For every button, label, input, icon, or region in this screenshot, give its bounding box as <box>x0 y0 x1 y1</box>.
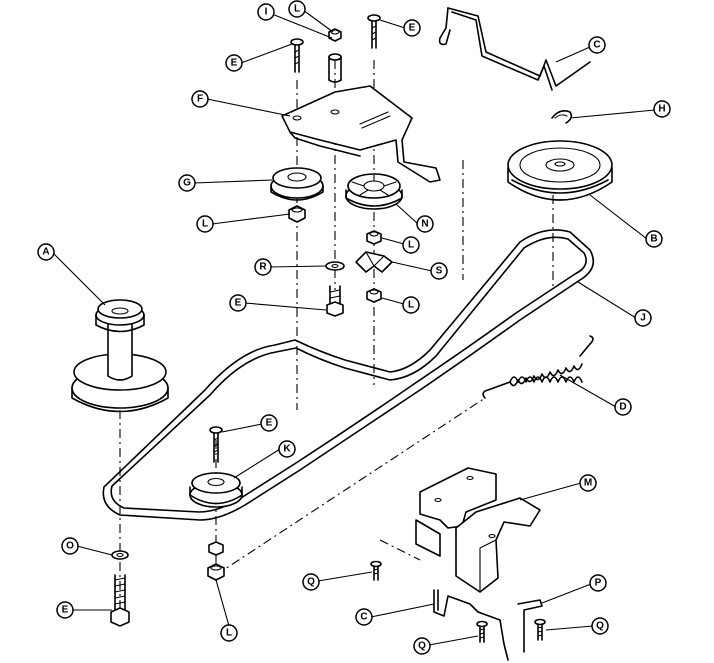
callout-f-letter: F <box>197 94 203 105</box>
leader-lines <box>52 9 656 646</box>
screw-q-bottom <box>476 620 488 643</box>
spacer-i <box>328 53 342 83</box>
callout-l-lower-mid: L <box>402 296 420 314</box>
callout-m: M <box>579 474 597 492</box>
callout-s-letter: S <box>436 266 443 277</box>
callout-e-top-right-letter: E <box>409 23 416 34</box>
callout-l-bottom: L <box>220 624 238 642</box>
callout-l-mid: L <box>402 236 420 254</box>
callout-e-mid-letter: E <box>235 298 242 309</box>
pulley-b <box>507 140 613 201</box>
bracket-f <box>281 85 441 183</box>
callout-a: A <box>37 243 55 261</box>
callout-p: P <box>589 574 607 592</box>
pulley-a <box>71 299 169 413</box>
callout-q-bottom: Q <box>413 637 431 655</box>
callout-l-mid-letter: L <box>408 240 414 251</box>
callout-n: N <box>416 215 434 233</box>
callout-g: G <box>178 174 196 192</box>
screw-q-right <box>534 618 546 641</box>
bolt-e-lower <box>209 426 223 463</box>
washer-o <box>111 550 129 560</box>
nut-l-upper-left <box>288 205 306 223</box>
callout-s: S <box>430 262 448 280</box>
callout-r-letter: R <box>259 262 267 273</box>
nut-l-mid <box>366 230 382 245</box>
callout-e-top-left: E <box>225 54 243 72</box>
callout-l-bottom-letter: L <box>226 628 232 639</box>
callout-i-letter: I <box>265 7 268 18</box>
callout-c-bottom-letter: C <box>360 612 367 623</box>
callout-k-letter: K <box>283 444 291 455</box>
callout-b: B <box>645 230 663 248</box>
callout-e-top-right: E <box>403 19 421 37</box>
bolt-e-bottom <box>110 574 130 627</box>
callout-i: I <box>257 3 275 21</box>
idler-g <box>270 167 324 201</box>
callout-p-letter: P <box>595 578 602 589</box>
idler-n <box>345 173 403 210</box>
callout-e-bottom-letter: E <box>62 605 69 616</box>
callout-e-top-left-letter: E <box>231 58 238 69</box>
callout-h: H <box>653 100 671 118</box>
callout-e-bottom: E <box>56 601 74 619</box>
rod-c-top <box>438 7 591 91</box>
ring-h <box>551 110 573 124</box>
callout-l-top: L <box>288 0 306 18</box>
callout-q-left: Q <box>302 573 320 591</box>
callout-k: K <box>278 440 296 458</box>
callout-l-upper-left: L <box>196 215 214 233</box>
washer-r <box>325 261 345 271</box>
callout-g-letter: G <box>183 178 191 189</box>
spacer-lower <box>208 541 224 556</box>
callout-e-mid: E <box>229 294 247 312</box>
callout-d-letter: D <box>619 402 626 413</box>
callout-d: D <box>614 398 632 416</box>
center-lines <box>119 60 554 615</box>
callout-q-right-letter: Q <box>596 621 604 632</box>
callout-o-letter: O <box>66 541 74 552</box>
callout-j-letter: J <box>640 313 646 324</box>
spring-d <box>482 335 594 399</box>
callout-c-top-letter: C <box>593 40 600 51</box>
rod-c-bottom <box>433 589 509 661</box>
callout-r: R <box>254 258 272 276</box>
bolt-e-top-left <box>290 38 304 73</box>
callout-c-top: C <box>588 36 606 54</box>
nut-l-top <box>328 28 342 42</box>
screw-q-left <box>370 560 382 581</box>
nut-l-lower-mid <box>366 288 382 303</box>
callout-e-lower: E <box>260 414 278 432</box>
callout-e-lower-letter: E <box>266 418 273 429</box>
bracket-p <box>517 599 543 653</box>
callout-a-letter: A <box>42 247 49 258</box>
clip-s <box>355 251 393 273</box>
bolt-e-top-right <box>367 14 381 49</box>
callout-n-letter: N <box>421 219 428 230</box>
bolt-e-mid <box>326 285 344 317</box>
callout-q-left-letter: Q <box>307 577 315 588</box>
callout-c-bottom: C <box>355 608 373 626</box>
callouts: I L E C E F H G N L B A L R S E L J D E … <box>37 0 671 655</box>
callout-h-letter: H <box>658 104 665 115</box>
bracket-m <box>415 467 541 593</box>
idler-k <box>189 472 243 508</box>
callout-j: J <box>634 309 652 327</box>
callout-l-top-letter: L <box>294 4 300 15</box>
callout-f: F <box>191 90 209 108</box>
callout-b-letter: B <box>650 234 657 245</box>
callout-q-bottom-letter: Q <box>418 641 426 652</box>
callout-m-letter: M <box>584 478 592 489</box>
callout-l-lower-mid-letter: L <box>408 300 414 311</box>
callout-q-right: Q <box>591 617 609 635</box>
callout-l-upper-left-letter: L <box>202 219 208 230</box>
callout-o: O <box>61 537 79 555</box>
nut-l-bottom <box>207 563 225 581</box>
belt-j <box>102 229 595 521</box>
